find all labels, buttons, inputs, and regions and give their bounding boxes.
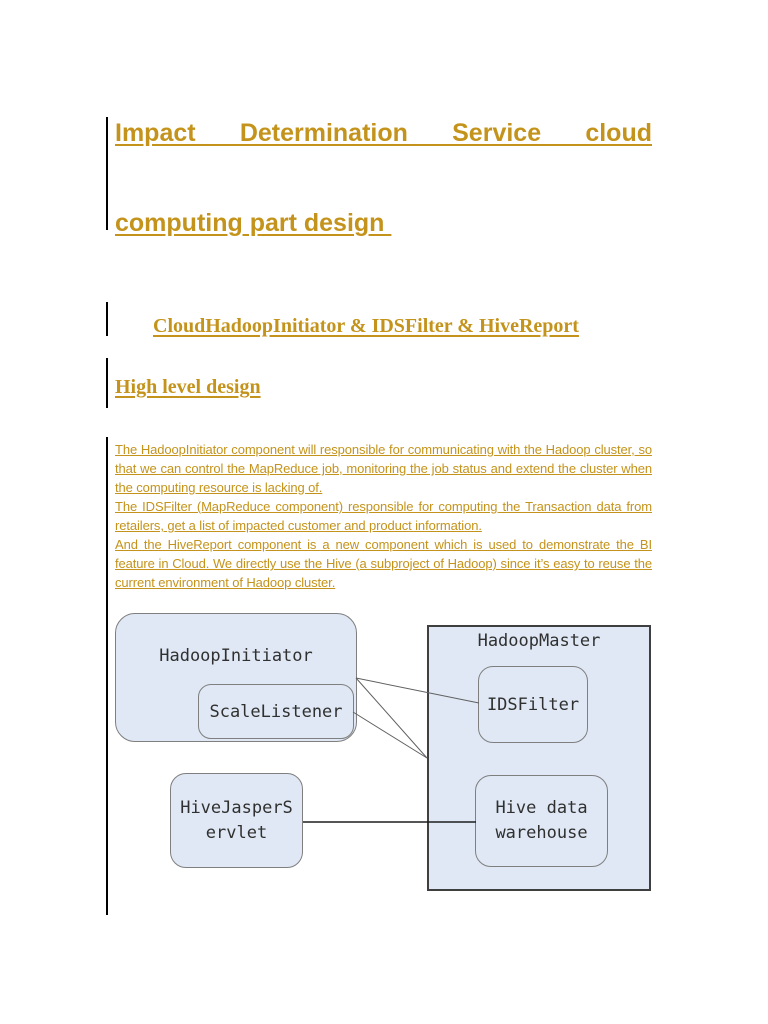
change-bar-subtitle	[106, 302, 108, 336]
change-bar-title	[106, 117, 108, 230]
diagram-node-scale-listener: ScaleListener	[198, 684, 354, 739]
hive-jasper-servlet-line2: ervlet	[205, 822, 268, 843]
hive-data-warehouse-line2: warehouse	[495, 823, 588, 843]
body-text: The HadoopInitiator component will respo…	[115, 440, 652, 592]
edge-scalelistener-master	[352, 711, 428, 759]
paragraph-ids-filter: The IDSFilter (MapReduce component) resp…	[115, 499, 652, 533]
hive-data-warehouse-line1: Hive data	[495, 798, 588, 818]
diagram-node-hive-jasper-servlet: HiveJasperS ervlet	[170, 773, 303, 868]
change-bar-body	[106, 437, 108, 915]
document-subtitle: CloudHadoopInitiator & IDSFilter & HiveR…	[153, 315, 579, 337]
hadoop-master-label: HadoopMaster	[477, 631, 601, 651]
document-title-line1: Impact Determination Service cloud	[115, 119, 652, 147]
edge-initiator-master	[355, 677, 428, 759]
paragraph-hadoop-initiator: The HadoopInitiator component will respo…	[115, 442, 652, 495]
hadoop-initiator-label: HadoopInitiator	[159, 646, 313, 666]
diagram-node-hive-data-warehouse: Hive data warehouse	[475, 775, 608, 867]
paragraph-hive-report: And the HiveReport component is a new co…	[115, 537, 652, 590]
hive-jasper-servlet-line1: HiveJasperS	[180, 797, 293, 818]
hive-data-warehouse-label: Hive data warehouse	[495, 796, 587, 846]
hive-jasper-servlet-label: HiveJasperS ervlet	[180, 796, 293, 846]
change-bar-heading	[106, 358, 108, 408]
diagram-node-ids-filter: IDSFilter	[478, 666, 588, 743]
document-title-line2: computing part design	[115, 209, 392, 237]
section-heading: High level design	[115, 376, 261, 398]
